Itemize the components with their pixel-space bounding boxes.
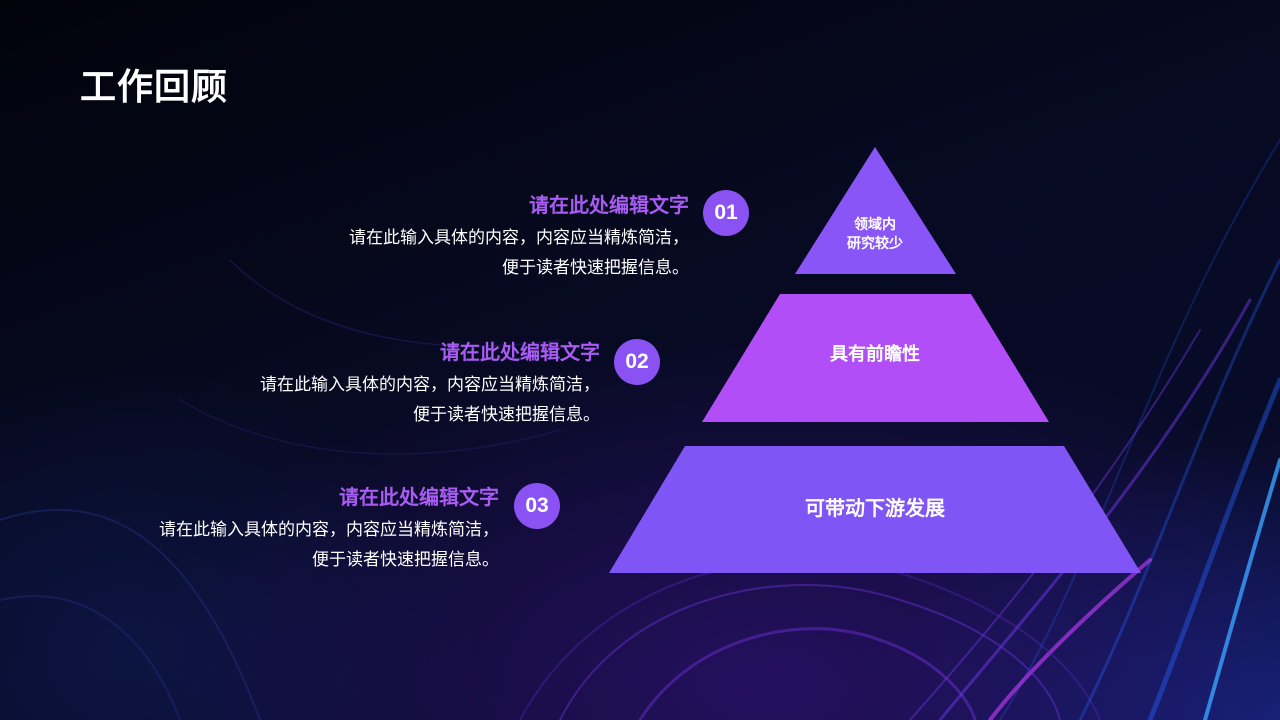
item-description-line: 便于读者快速把握信息。	[502, 258, 689, 278]
item-description-line: 便于读者快速把握信息。	[413, 405, 600, 425]
pyramid-tier-middle	[702, 294, 1049, 422]
item-heading: 请在此处编辑文字	[339, 485, 499, 509]
pyramid-tier-top	[795, 147, 956, 274]
pyramid-tier-middle-label: 具有前瞻性	[830, 344, 920, 365]
item-description-line: 请在此输入具体的内容，内容应当精炼简洁，	[349, 228, 689, 248]
item-heading: 请在此处编辑文字	[529, 193, 689, 217]
item-description: 请在此输入具体的内容，内容应当精炼简洁， 便于读者快速把握信息。	[260, 370, 600, 430]
item-description: 请在此输入具体的内容，内容应当精炼简洁， 便于读者快速把握信息。	[159, 515, 499, 575]
page-title: 工作回顾	[80, 67, 229, 108]
review-item-2: 请在此处编辑文字 请在此输入具体的内容，内容应当精炼简洁， 便于读者快速把握信息…	[260, 339, 600, 430]
review-item-1: 请在此处编辑文字 请在此输入具体的内容，内容应当精炼简洁， 便于读者快速把握信息…	[349, 192, 689, 283]
item-description-line: 请在此输入具体的内容，内容应当精炼简洁，	[159, 520, 499, 540]
item-heading: 请在此处编辑文字	[440, 340, 600, 364]
review-item-3: 请在此处编辑文字 请在此输入具体的内容，内容应当精炼简洁， 便于读者快速把握信息…	[159, 484, 499, 575]
tier-label-line: 领域内	[854, 217, 896, 233]
item-description-line: 请在此输入具体的内容，内容应当精炼简洁，	[260, 375, 600, 395]
number-badge-02: 02	[614, 339, 660, 385]
number-badge-01: 01	[703, 190, 749, 236]
number-badge-03: 03	[514, 483, 560, 529]
item-description-line: 便于读者快速把握信息。	[312, 550, 499, 570]
pyramid-tier-bottom	[609, 446, 1141, 573]
pyramid-tier-top-label: 领域内 研究较少	[815, 216, 935, 254]
tier-label-line: 研究较少	[847, 236, 903, 252]
pyramid-tier-bottom-label: 可带动下游发展	[805, 496, 945, 520]
item-description: 请在此输入具体的内容，内容应当精炼简洁， 便于读者快速把握信息。	[349, 223, 689, 283]
